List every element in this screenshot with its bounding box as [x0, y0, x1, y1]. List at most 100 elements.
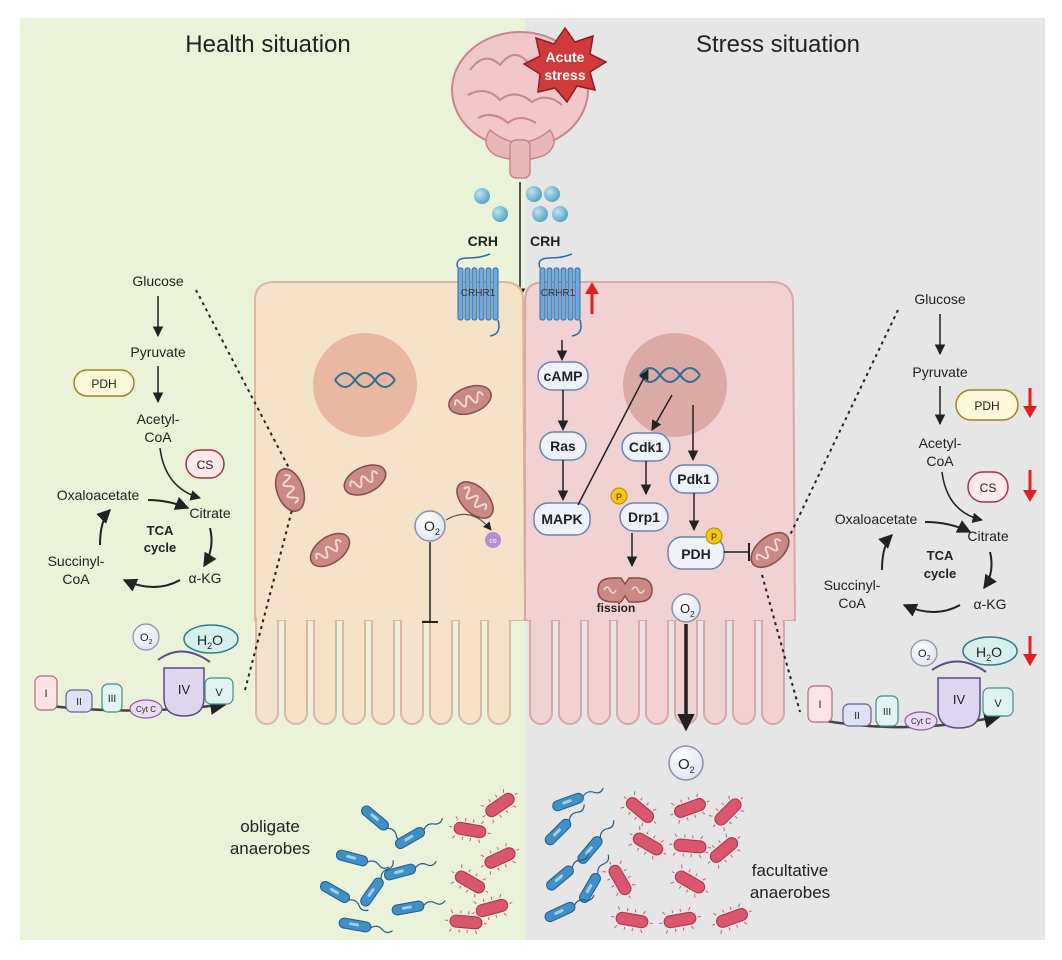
svg-text:CoA: CoA [62, 571, 90, 587]
fission-label: fission [597, 601, 636, 615]
svg-text:II: II [76, 697, 82, 708]
svg-text:P: P [616, 492, 622, 502]
o2-label: O2 [678, 756, 695, 775]
svg-text:cAMP: cAMP [544, 368, 583, 384]
crh-molecules [474, 186, 568, 222]
svg-text:Glucose: Glucose [914, 291, 966, 307]
facultative-anaerobes-label: anaerobes [750, 883, 830, 902]
svg-text:Drp1: Drp1 [628, 509, 660, 525]
svg-text:CS: CS [980, 481, 997, 495]
crhr1-receptor-right [538, 253, 582, 337]
svg-text:Acetyl-: Acetyl- [919, 435, 962, 451]
svg-text:CoA: CoA [926, 453, 954, 469]
crhr1-label-right: CRHR1 [541, 288, 576, 299]
metabolism-panel-health: Glucose Pyruvate PDH Acetyl- CoA CS Oxal… [48, 273, 231, 592]
svg-text:TCA: TCA [927, 548, 954, 563]
svg-text:V: V [215, 687, 223, 699]
o2-bubble [671, 593, 701, 623]
nucleus-stress [623, 333, 727, 437]
svg-text:Succinyl-: Succinyl- [48, 553, 105, 569]
down-arrow-cs [1023, 470, 1037, 502]
svg-text:Citrate: Citrate [189, 505, 230, 521]
svg-text:Pyruvate: Pyruvate [912, 364, 967, 380]
crhr1-receptor-left [456, 253, 500, 337]
svg-text:I: I [818, 699, 821, 711]
zoom-dotted-line [761, 574, 801, 713]
health-header: Health situation [185, 31, 350, 58]
acute-stress-line2: stress [544, 67, 585, 83]
svg-text:Cdk1: Cdk1 [629, 439, 663, 455]
svg-text:P: P [711, 532, 717, 542]
drp1-node: Drp1 [619, 502, 669, 532]
cdk1-node: Cdk1 [621, 432, 671, 462]
svg-text:CoA: CoA [144, 429, 172, 445]
mapk-node: MAPK [533, 502, 591, 536]
svg-text:α-KG: α-KG [974, 596, 1007, 612]
svg-text:Cyt C: Cyt C [136, 705, 156, 714]
svg-text:III: III [883, 707, 891, 718]
metabolism-panel-stress: Glucose Pyruvate PDH Acetyl- CoA CS Oxal… [824, 291, 1019, 617]
svg-text:H2O: H2O [976, 644, 1002, 663]
down-arrow-pdh [1023, 388, 1037, 418]
co2-bubble [485, 532, 501, 548]
phospho-badge: P [610, 487, 628, 505]
etc-panel-health: O2 H2O I II III Cyt C IV V [34, 623, 239, 719]
nucleus-health [313, 333, 417, 437]
svg-text:α-KG: α-KG [189, 570, 222, 586]
obligate-anaerobes-label: anaerobes [230, 839, 310, 858]
zoom-dotted-line [195, 289, 291, 471]
svg-text:V: V [994, 698, 1002, 710]
svg-text:Pyruvate: Pyruvate [130, 344, 185, 360]
svg-text:Oxaloacetate: Oxaloacetate [57, 487, 140, 503]
svg-text:Glucose: Glucose [132, 273, 184, 289]
svg-text:I: I [44, 688, 47, 700]
svg-text:MAPK: MAPK [541, 511, 582, 527]
svg-text:TCA: TCA [147, 523, 174, 538]
svg-text:PDH: PDH [91, 377, 116, 391]
etc-panel-stress: O2 H2O I II III Cyt C IV V [807, 636, 1018, 731]
svg-text:IV: IV [953, 692, 966, 707]
mitochondrion-fission-icon [597, 577, 653, 603]
svg-text:IV: IV [178, 682, 191, 697]
o2-bubble [414, 510, 446, 542]
svg-text:Cyt C: Cyt C [911, 717, 931, 726]
crhr1-up-arrow [585, 282, 599, 314]
o2-label: O2 [680, 601, 695, 619]
crh-label-left: CRH [468, 233, 498, 249]
dna-icon [639, 367, 701, 383]
svg-text:cycle: cycle [924, 566, 957, 581]
phospho-badge: P [705, 527, 723, 545]
svg-text:PDH: PDH [974, 399, 999, 413]
svg-text:Succinyl-: Succinyl- [824, 577, 881, 593]
svg-text:III: III [108, 694, 116, 705]
pdh-node: PDH [667, 536, 725, 570]
stress-header: Stress situation [696, 31, 860, 58]
o2-label: O2 [424, 518, 440, 537]
crh-label-right: CRH [530, 233, 560, 249]
acute-stress-burst: Acute stress [522, 26, 608, 104]
svg-text:PDH: PDH [681, 546, 711, 562]
zoom-dotted-line [244, 509, 293, 691]
facultative-anaerobes-label: facultative [752, 861, 829, 880]
svg-text:cycle: cycle [144, 540, 177, 555]
mapk-to-nucleus-arrow [577, 369, 649, 506]
svg-text:O2: O2 [140, 632, 153, 646]
svg-text:Citrate: Citrate [967, 528, 1008, 544]
camp-node: cAMP [537, 361, 589, 391]
svg-text:Pdk1: Pdk1 [677, 471, 711, 487]
obligate-anaerobes-label: obligate [240, 817, 300, 836]
o2-to-co2-arrow [445, 513, 492, 531]
svg-text:Oxaloacetate: Oxaloacetate [835, 511, 918, 527]
o2-released-bubble [668, 745, 704, 781]
acute-stress-line1: Acute [546, 49, 585, 65]
co2-label: co [489, 538, 497, 545]
svg-text:Acetyl-: Acetyl- [137, 411, 180, 427]
crhr1-label-left: CRHR1 [461, 288, 496, 299]
svg-text:CS: CS [197, 458, 214, 472]
svg-text:II: II [854, 711, 860, 722]
dna-icon [334, 372, 396, 388]
svg-text:CoA: CoA [838, 595, 866, 611]
ras-node: Ras [539, 431, 587, 461]
svg-text:H2O: H2O [197, 632, 223, 651]
